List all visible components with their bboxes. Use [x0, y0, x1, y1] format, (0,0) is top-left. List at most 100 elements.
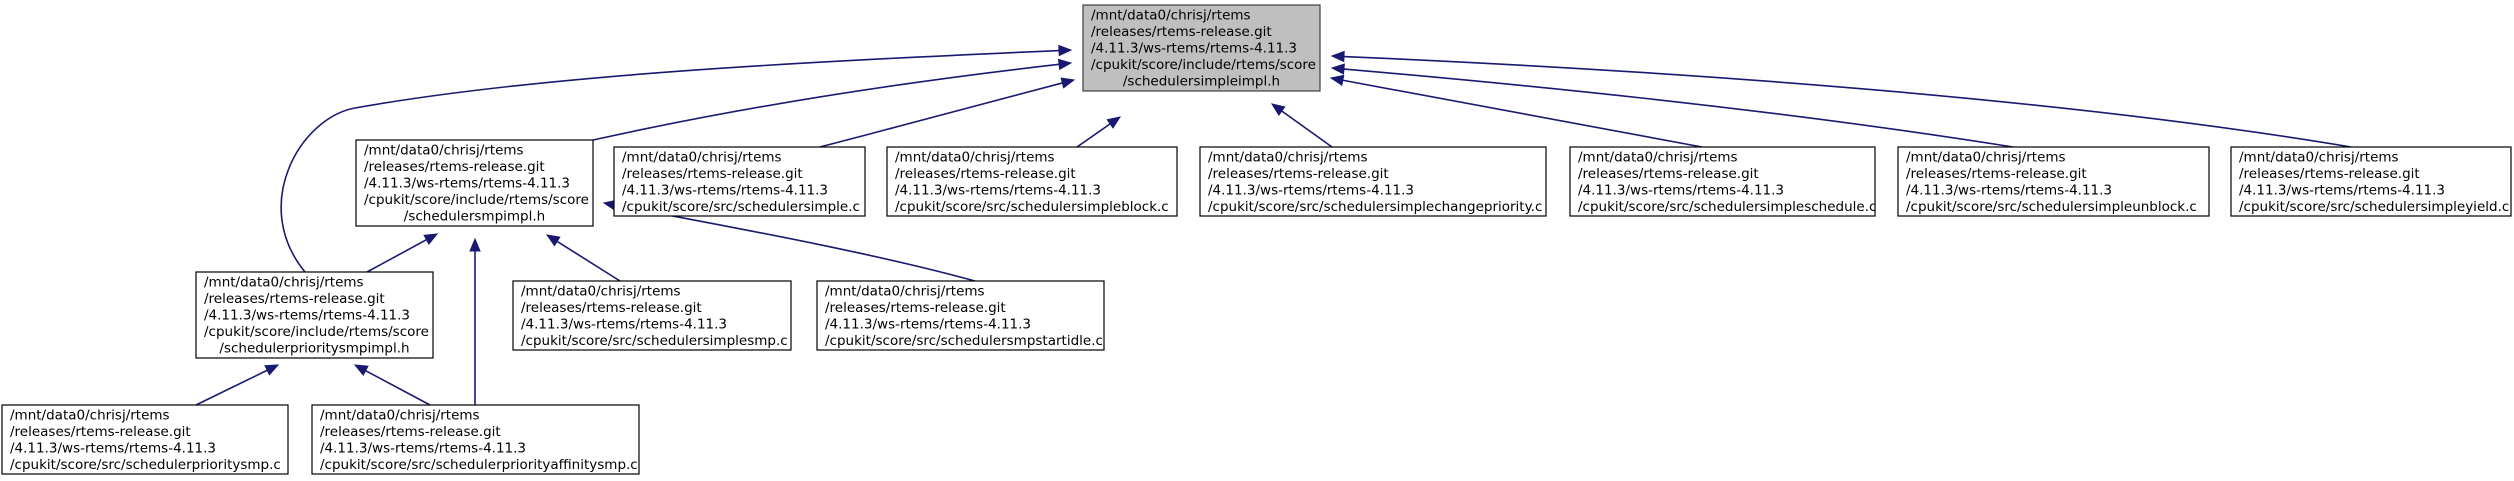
node-box — [1082, 4, 1321, 92]
node-label-line: /cpukit/score/include/rtems/score — [1091, 57, 1316, 73]
node-label-line: /mnt/data0/chrisj/rtems — [320, 407, 480, 423]
node-label-line: /4.11.3/ws-rtems/rtems-4.11.3 — [622, 182, 828, 198]
graph-node-simplechangepriority_c[interactable]: /mnt/data0/chrisj/rtems/releases/rtems-r… — [1199, 146, 1547, 217]
edge-line — [366, 239, 427, 273]
edge-line — [819, 82, 1063, 148]
edge-priorityaffinitysmp_c-to-smpimpl — [469, 237, 481, 405]
node-label-line: /cpukit/score/src/schedulersimpleblock.c — [895, 199, 1169, 215]
graph-node-smpimpl[interactable]: /mnt/data0/chrisj/rtems/releases/rtems-r… — [355, 139, 594, 227]
edge-line — [365, 369, 431, 406]
arrowhead-icon — [545, 234, 561, 247]
node-label-line: /mnt/data0/chrisj/rtems — [10, 407, 170, 423]
node-label-line: /releases/rtems-release.git — [1091, 24, 1272, 40]
node-label-line: /mnt/data0/chrisj/rtems — [204, 275, 364, 291]
edge-smpimpl-to-root — [592, 58, 1073, 141]
node-label-line: /mnt/data0/chrisj/rtems — [1578, 149, 1738, 165]
graph-node-simpleschedule_c[interactable]: /mnt/data0/chrisj/rtems/releases/rtems-r… — [1569, 146, 1876, 217]
node-box — [355, 139, 594, 227]
node-box — [1, 404, 289, 475]
graph-node-simplesmp_c[interactable]: /mnt/data0/chrisj/rtems/releases/rtems-r… — [512, 280, 792, 351]
graph-node-simpleunblock_c[interactable]: /mnt/data0/chrisj/rtems/releases/rtems-r… — [1897, 146, 2210, 217]
arrowhead-icon — [1329, 74, 1345, 86]
edge-line — [592, 63, 1060, 141]
graph-node-prioritysmp_c[interactable]: /mnt/data0/chrisj/rtems/releases/rtems-r… — [1, 404, 289, 475]
node-label-line: /cpukit/score/include/rtems/score — [364, 192, 589, 208]
node-label-line: /releases/rtems-release.git — [10, 424, 191, 440]
node-label-line: /4.11.3/ws-rtems/rtems-4.11.3 — [825, 316, 1031, 332]
node-label-line: /mnt/data0/chrisj/rtems — [622, 149, 782, 165]
graph-node-root[interactable]: /mnt/data0/chrisj/rtems/releases/rtems-r… — [1082, 4, 1321, 92]
graph-node-smpstartidle_c[interactable]: /mnt/data0/chrisj/rtems/releases/rtems-r… — [816, 280, 1105, 351]
node-label-line: /cpukit/score/src/schedulerprioritysmp.c — [10, 457, 281, 473]
arrowhead-icon — [1270, 103, 1286, 116]
node-label-line: /cpukit/score/src/schedulersimple.c — [622, 199, 860, 215]
node-label-line: /releases/rtems-release.git — [1906, 166, 2087, 182]
node-label-line: /cpukit/score/src/schedulersimpleyield.c — [2239, 199, 2509, 215]
edges-layer — [195, 44, 2352, 406]
edge-simpleschedule_c-to-root — [1329, 74, 1703, 148]
node-label-line: /mnt/data0/chrisj/rtems — [825, 283, 985, 299]
node-label-line: /releases/rtems-release.git — [2239, 166, 2420, 182]
node-label-line: /releases/rtems-release.git — [364, 159, 545, 175]
edge-simplechangepriority_c-to-root — [1270, 103, 1333, 148]
node-label-line: /4.11.3/ws-rtems/rtems-4.11.3 — [10, 440, 216, 456]
graph-node-simple_c[interactable]: /mnt/data0/chrisj/rtems/releases/rtems-r… — [613, 146, 866, 217]
node-label-line: /cpukit/score/src/schedulersmpstartidle.… — [825, 333, 1103, 349]
arrowhead-icon — [1060, 77, 1076, 89]
arrowhead-icon — [264, 364, 280, 376]
node-box — [1897, 146, 2210, 217]
node-label-line: /releases/rtems-release.git — [1208, 166, 1389, 182]
node-label-line: /cpukit/score/src/schedulersimpleschedul… — [1578, 199, 1876, 215]
node-box — [512, 280, 792, 351]
node-label-line: /mnt/data0/chrisj/rtems — [1208, 149, 1368, 165]
node-label-line: /4.11.3/ws-rtems/rtems-4.11.3 — [1906, 182, 2112, 198]
node-label-line: /releases/rtems-release.git — [1578, 166, 1759, 182]
node-label-line: /releases/rtems-release.git — [521, 300, 702, 316]
node-label-line: /cpukit/score/src/schedulersimpleunblock… — [1906, 199, 2197, 215]
node-label-line: /mnt/data0/chrisj/rtems — [895, 149, 1055, 165]
node-label-line: /4.11.3/ws-rtems/rtems-4.11.3 — [320, 440, 526, 456]
node-label-line: /cpukit/score/src/schedulersimplesmp.c — [521, 333, 788, 349]
node-box — [613, 146, 866, 217]
arrowhead-icon — [1330, 50, 1345, 63]
node-label-line: /releases/rtems-release.git — [895, 166, 1076, 182]
edge-prioritysmpimpl-to-smpimpl — [366, 233, 439, 273]
edge-line — [615, 204, 976, 282]
arrowhead-icon — [1057, 58, 1073, 71]
node-box — [311, 404, 640, 475]
edge-line — [1343, 68, 2014, 148]
node-label-line: /4.11.3/ws-rtems/rtems-4.11.3 — [204, 308, 410, 324]
edge-simplesmp_c-to-smpimpl — [545, 234, 621, 282]
node-label-line: /4.11.3/ws-rtems/rtems-4.11.3 — [364, 176, 570, 192]
node-box — [2230, 146, 2512, 217]
edge-simpleunblock_c-to-root — [1330, 63, 2014, 148]
node-label-line: /4.11.3/ws-rtems/rtems-4.11.3 — [521, 316, 727, 332]
node-label-line: /4.11.3/ws-rtems/rtems-4.11.3 — [1578, 182, 1784, 198]
node-label-line: /mnt/data0/chrisj/rtems — [521, 283, 681, 299]
nodes-layer: /mnt/data0/chrisj/rtems/releases/rtems-r… — [1, 4, 2512, 475]
edge-simpleblock_c-to-root — [1076, 116, 1122, 148]
node-label-line: /mnt/data0/chrisj/rtems — [364, 143, 524, 159]
node-label-line: /cpukit/score/include/rtems/score — [204, 324, 429, 340]
node-box — [195, 271, 434, 359]
arrowhead-icon — [1106, 116, 1122, 129]
node-label-line: /mnt/data0/chrisj/rtems — [2239, 149, 2399, 165]
node-box — [1569, 146, 1876, 217]
node-label-line: /releases/rtems-release.git — [204, 291, 385, 307]
edge-line — [556, 240, 621, 282]
node-label-line: /releases/rtems-release.git — [825, 300, 1006, 316]
edge-line — [280, 49, 1060, 273]
edge-simpleyield_c-to-root — [1330, 50, 2352, 148]
arrowhead-icon — [423, 233, 439, 246]
graph-node-simpleblock_c[interactable]: /mnt/data0/chrisj/rtems/releases/rtems-r… — [886, 146, 1178, 217]
node-label-line: /mnt/data0/chrisj/rtems — [1091, 8, 1251, 24]
graph-node-prioritysmpimpl[interactable]: /mnt/data0/chrisj/rtems/releases/rtems-r… — [195, 271, 434, 359]
node-label-line: /4.11.3/ws-rtems/rtems-4.11.3 — [895, 182, 1101, 198]
edge-line — [1343, 55, 2352, 148]
graph-node-priorityaffinitysmp_c[interactable]: /mnt/data0/chrisj/rtems/releases/rtems-r… — [311, 404, 640, 475]
graph-node-simpleyield_c[interactable]: /mnt/data0/chrisj/rtems/releases/rtems-r… — [2230, 146, 2512, 217]
node-label-line: /cpukit/score/src/schedulersimplechangep… — [1208, 199, 1542, 215]
edge-line — [195, 369, 268, 406]
node-label-line: /mnt/data0/chrisj/rtems — [1906, 149, 2066, 165]
